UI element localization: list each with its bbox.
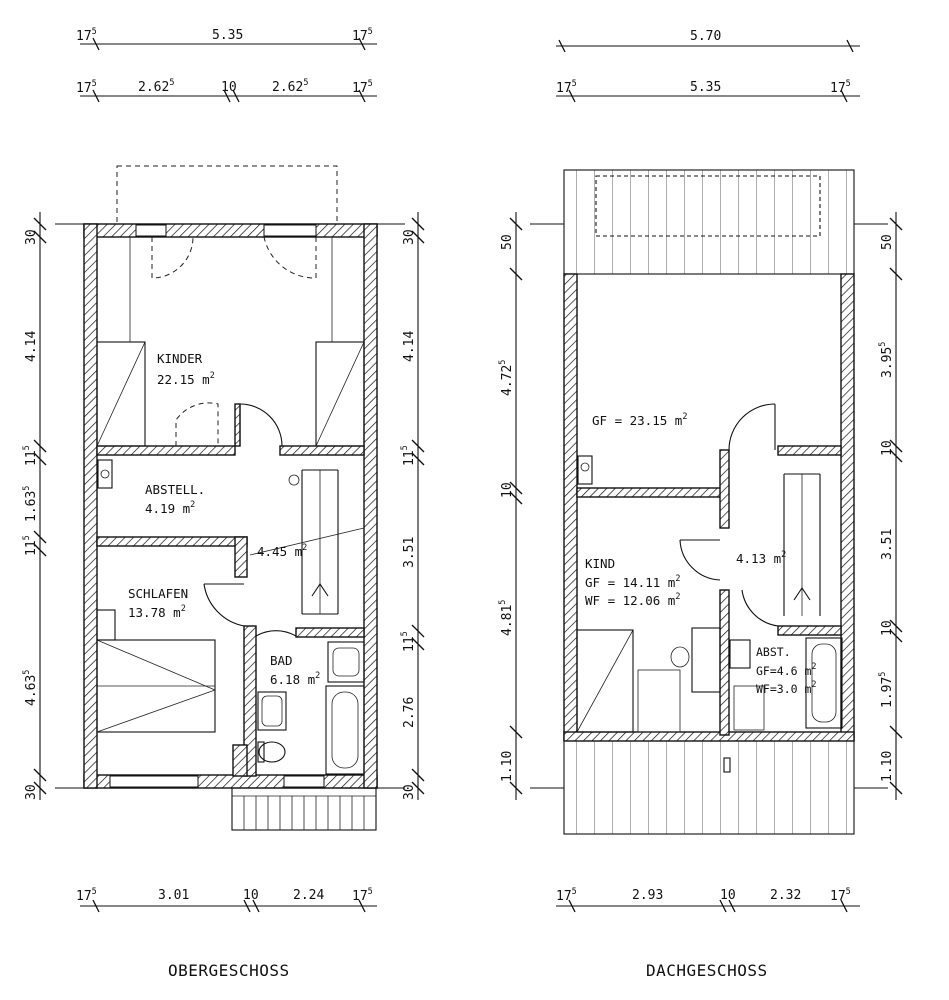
left-dimension-column: 30 4.14 115 1.635 115 4.635 30 xyxy=(22,212,47,800)
washbasin-2 xyxy=(257,691,287,731)
dim-175-left: 175 xyxy=(556,79,577,96)
bathtub xyxy=(805,637,843,729)
abstell-label: ABSTELL. xyxy=(145,482,205,497)
kinder-area: 22.15 m2 xyxy=(157,371,215,387)
dim-175-right: 175 xyxy=(352,27,373,44)
dim-30: 30 xyxy=(402,229,417,245)
dim-30: 30 xyxy=(24,784,39,800)
room-labels: GF = 23.15 m2 4.13 m2 KIND GF = 14.11 m2… xyxy=(585,412,817,696)
bathtub xyxy=(325,685,365,775)
dim-301: 3.01 xyxy=(158,888,189,903)
stairway xyxy=(783,473,821,616)
schlafen-area: 13.78 m2 xyxy=(128,604,186,620)
roof-overhang-bottom xyxy=(563,739,855,835)
dim-570: 5.70 xyxy=(690,29,721,44)
dim-351: 3.51 xyxy=(402,537,417,568)
dim-175-left: 175 xyxy=(76,27,97,44)
dim-110: 1.10 xyxy=(500,751,515,782)
dim-175-left: 175 xyxy=(556,887,577,904)
dim-276: 2.76 xyxy=(402,697,417,728)
dim-175-right: 175 xyxy=(352,79,373,96)
bad-label: BAD xyxy=(270,653,293,668)
dim-535: 5.35 xyxy=(690,80,721,95)
dim-175-right: 175 xyxy=(830,79,851,96)
gf-top-area: GF = 23.15 m2 xyxy=(592,412,687,428)
flur-area: 4.45 m2 xyxy=(257,543,307,559)
dim-175-right: 175 xyxy=(830,887,851,904)
dim-4635: 4.635 xyxy=(22,670,39,706)
dim-10: 10 xyxy=(243,888,259,903)
dim-2625-right: 2.625 xyxy=(272,78,308,95)
dim-10: 10 xyxy=(880,440,895,456)
kind-label: KIND xyxy=(585,556,615,571)
top-dimension-row-2: 175 5.35 175 xyxy=(556,79,860,103)
top-dimension-row-2: 175 2.625 10 2.625 175 xyxy=(76,78,377,103)
dim-10: 10 xyxy=(880,620,895,636)
dachgeschoss-plan: 5.70 175 5.35 175 xyxy=(498,29,903,980)
dim-115: 115 xyxy=(22,535,39,556)
washbasin xyxy=(327,641,365,683)
bad-area: 6.18 m2 xyxy=(270,671,320,687)
dim-1975: 1.975 xyxy=(878,672,895,708)
stairway xyxy=(249,469,365,615)
plan-title: OBERGESCHOSS xyxy=(168,961,290,980)
right-dimension-column: 50 3.955 10 3.51 10 1.975 1.10 xyxy=(878,212,903,800)
dim-175-right: 175 xyxy=(352,887,373,904)
dim-110: 1.10 xyxy=(880,751,895,782)
door-swing xyxy=(263,236,317,279)
dim-30: 30 xyxy=(402,784,417,800)
dim-115: 115 xyxy=(400,445,417,466)
dim-351: 3.51 xyxy=(880,529,895,560)
bottom-dimension-row: 175 2.93 10 2.32 175 xyxy=(556,887,860,913)
dim-1635: 1.635 xyxy=(22,486,39,522)
schlafen-label: SCHLAFEN xyxy=(128,586,188,601)
dim-535: 5.35 xyxy=(212,28,243,43)
flur-area: 4.13 m2 xyxy=(736,550,786,566)
dim-4725: 4.725 xyxy=(498,360,515,396)
kind-wf: WF = 12.06 m2 xyxy=(585,592,680,608)
abstell-area: 4.19 m2 xyxy=(145,500,195,516)
dim-50: 50 xyxy=(500,234,515,250)
dim-4815: 4.815 xyxy=(498,600,515,636)
kinder-label: KINDER xyxy=(157,351,203,366)
interior-walls xyxy=(96,403,365,777)
exterior-walls xyxy=(55,223,405,789)
left-dimension-column: 50 4.725 10 4.815 1.10 xyxy=(498,212,523,800)
dim-10: 10 xyxy=(500,482,515,498)
balcony-outline xyxy=(116,165,338,227)
abst-gf: GF=4.6 m2 xyxy=(756,662,817,678)
dim-2625-left: 2.625 xyxy=(138,78,174,95)
room-labels: KINDER 22.15 m2 ABSTELL. 4.19 m2 4.45 m2… xyxy=(128,351,320,687)
dim-414: 4.14 xyxy=(24,331,39,362)
dim-115: 115 xyxy=(22,445,39,466)
right-dimension-column: 30 4.14 115 3.51 115 2.76 30 xyxy=(400,212,425,800)
roof-overhang-top xyxy=(563,169,855,275)
dim-50: 50 xyxy=(880,234,895,250)
dim-30: 30 xyxy=(24,229,39,245)
top-dimension-row-1: 5.70 xyxy=(556,29,860,53)
abst-label: ABST. xyxy=(756,645,791,659)
dim-115: 115 xyxy=(400,631,417,652)
dim-175-left: 175 xyxy=(76,79,97,96)
dim-232: 2.32 xyxy=(770,888,801,903)
dim-414: 4.14 xyxy=(402,331,417,362)
dim-224: 2.24 xyxy=(293,888,324,903)
top-dimension-row-1: 175 5.35 175 xyxy=(76,27,377,51)
dim-10: 10 xyxy=(720,888,736,903)
kind-gf: GF = 14.11 m2 xyxy=(585,574,680,590)
dim-3955: 3.955 xyxy=(878,342,895,378)
obergeschoss-plan: 175 5.35 175 175 2.625 10 2.625 175 xyxy=(22,27,425,980)
plan-title: DACHGESCHOSS xyxy=(646,961,768,980)
dim-10: 10 xyxy=(221,80,237,95)
exterior-walls xyxy=(563,273,855,742)
bottom-dimension-row: 175 3.01 10 2.24 175 xyxy=(76,887,377,913)
toilet xyxy=(258,741,286,763)
dim-175-left: 175 xyxy=(76,887,97,904)
abst-wf: WF=3.0 m2 xyxy=(756,680,817,696)
door-swing xyxy=(151,236,194,279)
dim-293: 2.93 xyxy=(632,888,663,903)
